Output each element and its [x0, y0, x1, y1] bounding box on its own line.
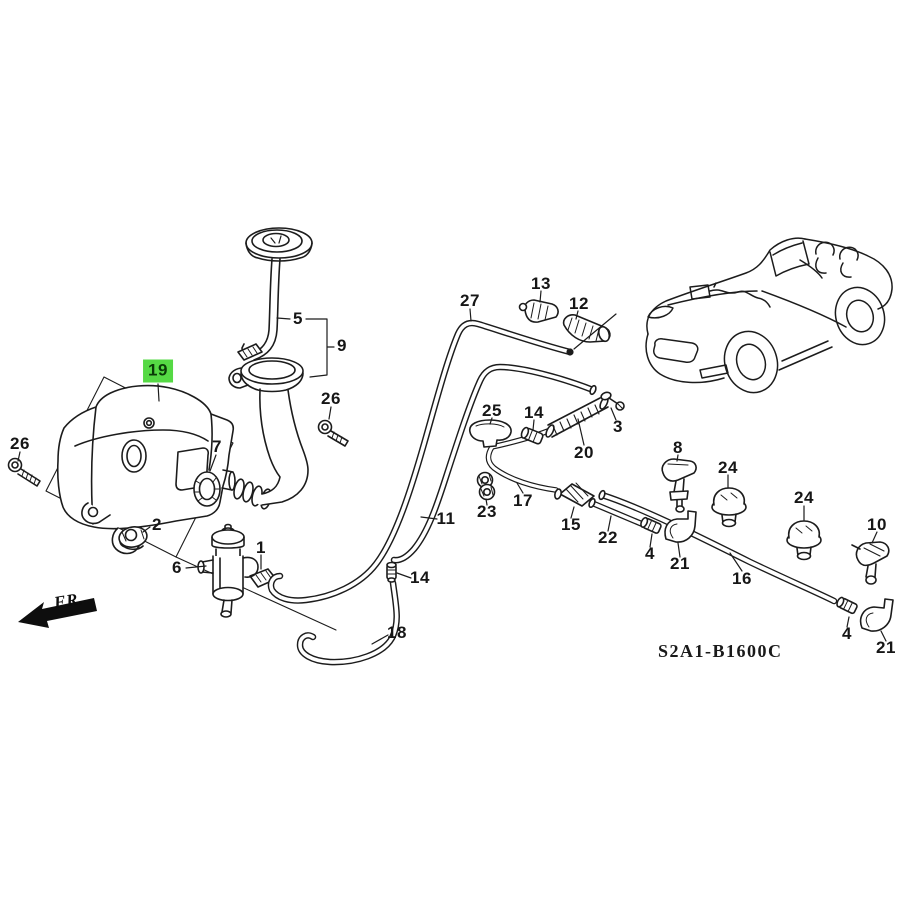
- grommet-24a-drawing: [711, 487, 747, 528]
- part-label-9[interactable]: 9: [337, 336, 347, 355]
- clip-3-drawing: [600, 391, 625, 411]
- connector-4b-drawing: [836, 596, 858, 615]
- fr-direction-indicator: FR.: [14, 589, 114, 638]
- part-label-3[interactable]: 3: [613, 417, 623, 436]
- tube-11-drawing: [390, 363, 597, 564]
- clip-23-drawing: [476, 471, 496, 501]
- part-label-24[interactable]: 24: [794, 488, 814, 507]
- part-label-25[interactable]: 25: [482, 401, 502, 420]
- part-label-2[interactable]: 2: [152, 515, 162, 534]
- valve-12-drawing: [562, 314, 611, 343]
- part-label-24[interactable]: 24: [718, 458, 738, 477]
- part-label-21[interactable]: 21: [670, 554, 690, 573]
- part-label-8[interactable]: 8: [673, 438, 683, 457]
- part-label-13[interactable]: 13: [531, 274, 551, 293]
- part-label-11[interactable]: 11: [436, 509, 456, 528]
- part-label-7[interactable]: 7: [212, 437, 222, 456]
- filler-neck-drawing: [228, 357, 309, 510]
- elbow-21b-drawing: [859, 598, 894, 632]
- connector-14-upper: [520, 426, 544, 445]
- joint-13-drawing: [518, 299, 559, 323]
- tube-27-drawing: [267, 319, 574, 604]
- part-label-19[interactable]: 19: [143, 359, 173, 383]
- fr-arrow-icon: [18, 598, 97, 628]
- diagram-code: S2A1-B1600C: [658, 641, 783, 661]
- connector-4a-drawing: [640, 516, 662, 534]
- part-label-1[interactable]: 1: [256, 538, 266, 557]
- part-label-21[interactable]: 21: [876, 638, 896, 657]
- part-label-23[interactable]: 23: [477, 502, 497, 521]
- plug-2-drawing: [118, 526, 148, 551]
- tube-22-drawing: [588, 497, 645, 527]
- washer-reservoir-drawing: [56, 384, 236, 555]
- tube-18-drawing: [296, 579, 400, 666]
- part-label-27[interactable]: 27: [460, 291, 480, 310]
- tube-16-drawing: [598, 489, 838, 605]
- part-label-12[interactable]: 12: [569, 294, 589, 313]
- part-label-14[interactable]: 14: [524, 403, 544, 422]
- tube-17-drawing: [485, 428, 559, 493]
- part-label-16[interactable]: 16: [732, 569, 752, 588]
- nozzle-10-drawing: [851, 541, 890, 585]
- grommet-7-drawing: [193, 471, 221, 507]
- part-label-22[interactable]: 22: [598, 528, 618, 547]
- part-label-4[interactable]: 4: [842, 624, 852, 643]
- tube-20-drawing: [545, 396, 609, 438]
- part-label-14[interactable]: 14: [410, 568, 430, 587]
- car-illustration: [645, 237, 893, 394]
- bolt-26-left: [7, 457, 41, 487]
- bolt-26-right: [317, 419, 349, 447]
- part-label-26[interactable]: 26: [321, 389, 341, 408]
- part-label-20[interactable]: 20: [574, 443, 594, 462]
- part-label-10[interactable]: 10: [867, 515, 887, 534]
- cap-and-tube-drawing: [237, 227, 313, 361]
- leader-lines: [17, 290, 887, 645]
- washer-pump-drawing: [197, 523, 259, 618]
- part-label-5[interactable]: 5: [293, 309, 303, 328]
- part-label-4[interactable]: 4: [645, 544, 655, 563]
- part-label-18[interactable]: 18: [387, 623, 407, 642]
- clamp-15-drawing: [554, 482, 595, 507]
- clip-25-drawing: [468, 419, 512, 448]
- nozzle-8-drawing: [661, 458, 697, 513]
- grommet-24b-drawing: [786, 520, 822, 561]
- connector-14-lower: [386, 561, 397, 583]
- part-label-26[interactable]: 26: [10, 434, 30, 453]
- part-label-15[interactable]: 15: [561, 515, 581, 534]
- part-label-6[interactable]: 6: [172, 558, 182, 577]
- elbow-21a-drawing: [664, 510, 697, 543]
- part-label-17[interactable]: 17: [513, 491, 533, 510]
